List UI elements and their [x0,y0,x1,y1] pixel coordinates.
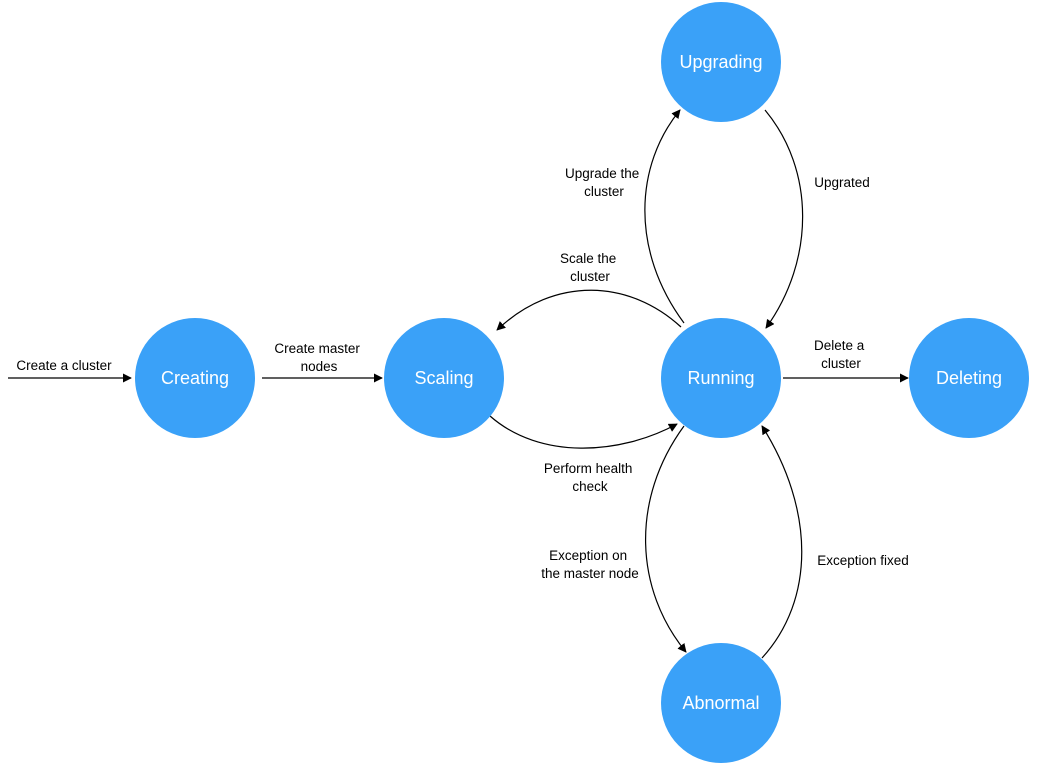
label-exception-master: Exception on the master node [541,548,639,581]
label-create-cluster: Create a cluster [16,358,112,373]
node-creating-circle [135,318,255,438]
edge-labels: Create a cluster Create master nodes Sca… [16,166,908,581]
node-upgrading-circle [661,2,781,122]
node-abnormal-label: Abnormal [682,693,759,713]
node-abnormal: Abnormal [661,643,781,763]
node-creating-label: Creating [161,368,229,388]
node-deleting: Deleting [909,318,1029,438]
node-deleting-label: Deleting [936,368,1002,388]
edge-scale-cluster [496,289,682,331]
node-running-label: Running [687,368,754,388]
node-running: Running [661,318,781,438]
node-scaling-circle [384,318,504,438]
node-upgrading: Upgrading [661,2,781,122]
node-running-circle [661,318,781,438]
label-delete-cluster: Delete a cluster [814,338,868,371]
node-scaling: Scaling [384,318,504,438]
node-scaling-label: Scaling [414,368,473,388]
label-health-check: Perform health check [544,461,636,494]
edge-exception-fixed [761,425,803,659]
edge-upgraded [764,109,804,329]
label-create-master-nodes: Create master nodes [274,341,363,374]
node-upgrading-label: Upgrading [679,52,762,72]
edges [8,109,909,659]
node-deleting-circle [909,318,1029,438]
edge-health-check [489,415,678,449]
node-abnormal-circle [661,643,781,763]
node-creating: Creating [135,318,255,438]
label-scale-cluster: Scale the cluster [560,251,620,284]
label-exception-fixed: Exception fixed [817,553,909,568]
edge-upgrade-cluster [644,109,685,324]
label-upgraded: Upgrated [814,175,870,190]
label-upgrade-cluster: Upgrade the cluster [565,166,643,199]
edge-exception-master [645,425,687,653]
